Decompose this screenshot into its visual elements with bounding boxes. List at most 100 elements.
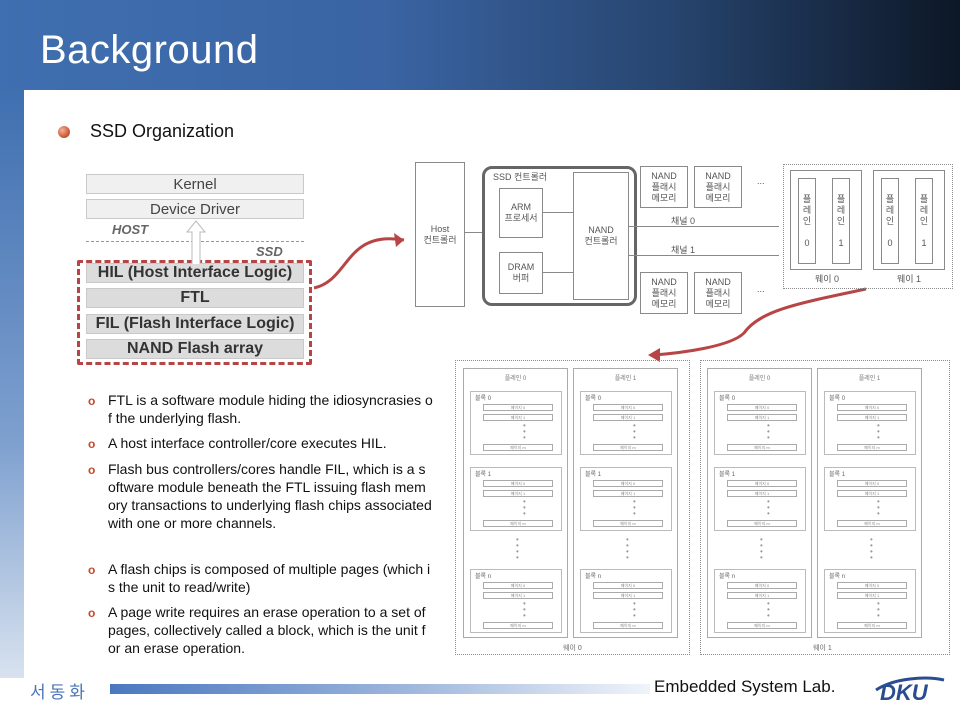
page-box: 페이지 1	[727, 414, 797, 421]
nand-controller-box: NAND 컨트롤러	[573, 172, 629, 300]
page-box: 페이지 0	[593, 582, 663, 589]
up-arrow-icon	[186, 220, 206, 264]
dram-link-line	[543, 272, 573, 273]
layer-hil: HIL (Host Interface Logic)	[86, 263, 304, 283]
page-box: 페이지 0	[837, 404, 907, 411]
plane-title: 플레인 1	[614, 376, 637, 382]
plane-title: 플레인 1	[858, 376, 881, 382]
plane-box: 플레인 0 블록 0 페이지 0 페이지 1 페이지 m ••• 블록 1 페이지 0 페이지 …	[463, 368, 568, 638]
ellipsis-dots: •••	[633, 497, 636, 518]
way0-die-label: 웨이 0	[563, 645, 582, 652]
block-title: 블록 n	[829, 574, 846, 580]
page-box: 페이지 m	[727, 622, 797, 629]
plane1-box: 플 레 인 1	[832, 178, 850, 264]
block-box: 블록 1 페이지 0 페이지 1 페이지 m •••	[470, 467, 562, 531]
plane1-box: 플 레 인 1	[915, 178, 933, 264]
channel1-line	[629, 255, 779, 256]
way1-die-label: 웨이 1	[813, 645, 832, 652]
bullet-dot-icon	[58, 125, 70, 138]
arrow-way-to-die-icon	[648, 287, 867, 362]
nand-chip: NAND 플래시 메모리	[640, 272, 688, 314]
bullet-o-icon: o	[88, 394, 96, 408]
block-title: 블록 n	[585, 574, 602, 580]
page-box: 페이지 1	[837, 414, 907, 421]
arm-link-line	[543, 212, 573, 213]
nand-chip: NAND 플래시 메모리	[694, 272, 742, 314]
plane-title: 플레인 0	[504, 376, 527, 382]
slide-title: Background	[40, 28, 259, 72]
ellipsis-dots: •••	[523, 421, 526, 442]
ellipsis-dots: ••••	[760, 535, 763, 562]
page-box: 페이지 m	[593, 444, 663, 451]
way0-label: 웨이 0	[815, 274, 840, 284]
page-box: 페이지 1	[727, 592, 797, 599]
page-box: 페이지 m	[483, 520, 553, 527]
way-detail-frame	[783, 164, 953, 289]
page-box: 페이지 1	[593, 592, 663, 599]
ellipsis-dots: •••	[767, 599, 770, 620]
page-box: 페이지 m	[593, 622, 663, 629]
page-box: 페이지 1	[483, 592, 553, 599]
title-banner	[0, 0, 960, 90]
dram-buffer-box: DRAM 버퍼	[499, 252, 543, 294]
bullet-o-icon: o	[88, 606, 96, 620]
die-organization-diagram: 플레인 0 블록 0 페이지 0 페이지 1 페이지 m ••• 블록 1 페이지 0 페이지 …	[455, 360, 952, 657]
ellipsis-dots: •••	[523, 497, 526, 518]
page-box: 페이지 0	[483, 404, 553, 411]
page-box: 페이지 0	[727, 582, 797, 589]
page-box: 페이지 1	[483, 490, 553, 497]
page-box: 페이지 0	[593, 480, 663, 487]
channel1-label: 채널 1	[671, 245, 696, 255]
nand-chip: NAND 플래시 메모리	[694, 166, 742, 208]
ellipsis-dots: ••••	[626, 535, 629, 562]
block-title: 블록 0	[719, 396, 736, 402]
bullet-o-icon: o	[88, 563, 96, 577]
way0-frame	[790, 170, 862, 270]
ellipsis-label: ...	[757, 176, 765, 186]
main-bullet: SSD Organization	[58, 121, 234, 142]
ellipsis-dots: •••	[633, 421, 636, 442]
channel0-label: 채널 0	[671, 216, 696, 226]
page-box: 페이지 m	[483, 444, 553, 451]
page-box: 페이지 1	[593, 490, 663, 497]
ssd-controller-frame	[482, 166, 637, 306]
page-box: 페이지 0	[727, 404, 797, 411]
layer-kernel: Kernel	[86, 174, 304, 194]
page-box: 페이지 m	[837, 520, 907, 527]
block-title: 블록 0	[475, 396, 492, 402]
block-title: 블록 1	[829, 472, 846, 478]
main-bullet-text: SSD Organization	[90, 121, 235, 141]
page-box: 페이지 0	[483, 480, 553, 487]
block-title: 블록 1	[585, 472, 602, 478]
block-title: 블록 n	[475, 574, 492, 580]
layer-nand-flash: NAND Flash array	[86, 339, 304, 359]
block-title: 블록 0	[829, 396, 846, 402]
ellipsis-dots: •••	[523, 599, 526, 620]
page-box: 페이지 m	[837, 444, 907, 451]
layer-device-driver: Device Driver	[86, 199, 304, 219]
bullet-o-icon: o	[88, 463, 96, 477]
way1-label: 웨이 1	[897, 274, 922, 284]
page-box: 페이지 1	[837, 592, 907, 599]
page-box: 페이지 m	[837, 622, 907, 629]
block-title: 블록 1	[475, 472, 492, 478]
page-box: 페이지 m	[727, 444, 797, 451]
ellipsis-label: ...	[757, 284, 765, 294]
ssd-architecture-diagram: Host 컨트롤러 SSD 컨트롤러 ARM 프로세서 DRAM 버퍼 NAND…	[415, 162, 955, 322]
layer-fil: FIL (Flash Interface Logic)	[86, 314, 304, 334]
channel0-line	[629, 226, 779, 227]
